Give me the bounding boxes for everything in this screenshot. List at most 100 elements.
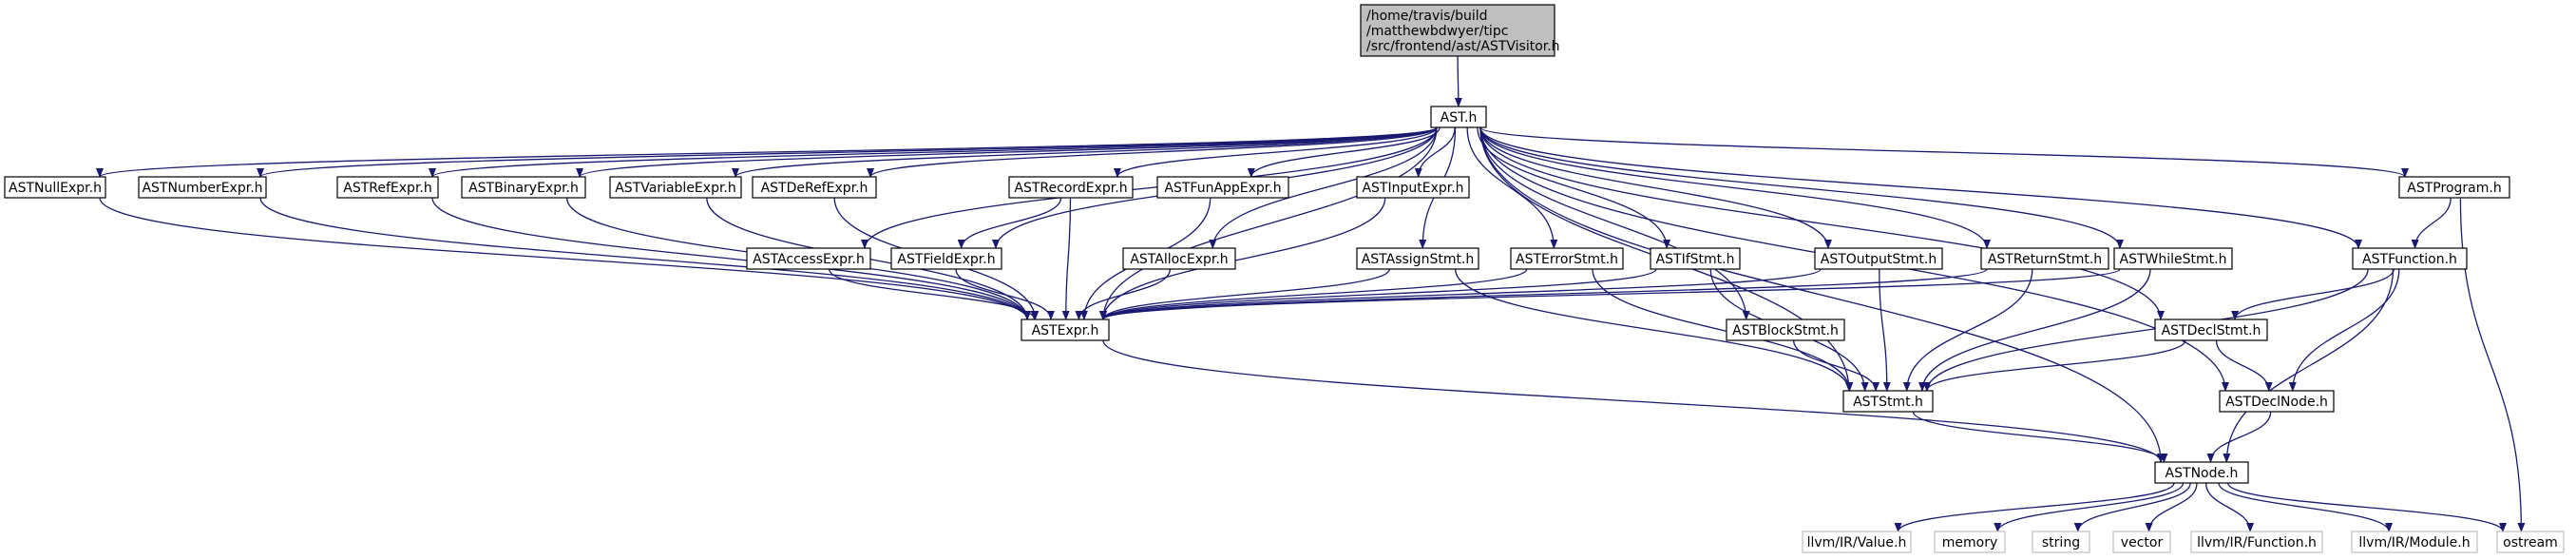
edge-ast-to-binaryexpr [576,126,1438,178]
node-asterrorstmt-h[interactable]: ASTErrorStmt.h [1510,247,1624,270]
node-label: ASTAssignStmt.h [1362,252,1475,267]
edge-nullexpr-to-expr [99,197,1031,320]
node-label: ASTFunAppExpr.h [1164,181,1281,196]
node-label: ASTNullExpr.h [9,181,102,196]
edge-returnstmt-to-expr [1099,268,1988,320]
node-astderefexpr-h[interactable]: ASTDeRefExpr.h [752,176,877,199]
node-label: llvm/IR/Function.h [2197,535,2317,550]
edge-ast-to-declstmt [1479,126,2165,320]
node-astdeclnode-h[interactable]: ASTDeclNode.h [2219,390,2335,413]
node-label: ASTAccessExpr.h [753,252,865,267]
node-astexpr-h[interactable]: ASTExpr.h [1021,319,1110,341]
edge-stmt-to-node [1912,411,2168,463]
node-astfunction-h[interactable]: ASTFunction.h [2352,247,2468,270]
root-node-astvisitor[interactable]: /home/travis/build /matthewbdwyer/tipc /… [1360,4,1560,57]
edge-accessexpr-to-expr [828,268,1039,320]
edge-ast-to-program [1479,126,2409,178]
node-label: ASTRecordExpr.h [1014,181,1127,196]
edge-node-to-memory [1994,482,2185,532]
node-astnumberexpr-h[interactable]: ASTNumberExpr.h [138,176,267,199]
edge-ast-to-variableexpr [732,126,1438,178]
edge-recordexpr-to-fieldexpr [957,197,1062,249]
node-label: ASTBlockStmt.h [1732,323,1839,338]
edge-returnstmt-to-stmt [1902,268,2033,392]
edge-ast-to-refexpr [429,126,1438,178]
node-llvm-ir-module-h[interactable]: llvm/IR/Module.h [2351,531,2478,553]
edge-blockstmt-to-stmt [1792,339,1880,392]
node-label: AST.h [1441,110,1478,126]
edge-inputexpr-to-expr [1099,197,1386,320]
node-astoutputstmt-h[interactable]: ASTOutputStmt.h [1814,247,1943,270]
edge-numberexpr-to-expr [259,197,1031,320]
node-label: ASTDeclStmt.h [2162,323,2261,338]
node-label: ASTVariableExpr.h [615,181,736,196]
edge-function-to-declnode [2288,268,2400,392]
node-llvm-ir-function-h[interactable]: llvm/IR/Function.h [2190,531,2323,553]
node-label: ASTReturnStmt.h [1988,252,2102,267]
node-llvm-ir-value-h[interactable]: llvm/IR/Value.h [1802,531,1912,553]
node-astdeclstmt-h[interactable]: ASTDeclStmt.h [2154,319,2268,341]
edge-function-to-stmt [1923,268,2369,392]
node-astwhilestmt-h[interactable]: ASTWhileStmt.h [2113,247,2233,270]
node-astinputexpr-h[interactable]: ASTInputExpr.h [1356,176,1470,199]
edge-program-to-function [2411,197,2452,249]
node-label: ASTWhileStmt.h [2120,252,2227,267]
node-astaccessexpr-h[interactable]: ASTAccessExpr.h [746,247,871,270]
node-memory[interactable]: memory [1934,531,2006,553]
node-ostream[interactable]: ostream [2496,531,2565,553]
root-label-line-1: /home/travis/build [1366,9,1488,24]
edge-refexpr-to-expr [431,197,1031,320]
edge-function-to-declstmt [2231,268,2395,320]
edge-whilestmt-to-expr [1099,268,2121,320]
edge-assignstmt-to-stmt [1454,268,1853,392]
edge-ifstmt-to-expr [1099,268,1657,320]
edge-fieldexpr-to-expr [955,268,1055,320]
node-astblockstmt-h[interactable]: ASTBlockStmt.h [1726,319,1845,341]
edges-layer [96,55,2526,532]
node-label: ASTNode.h [2166,466,2239,481]
node-label: ASTStmt.h [1853,395,1923,410]
node-label: ASTDeclNode.h [2225,395,2328,410]
node-astfieldexpr-h[interactable]: ASTFieldExpr.h [890,247,1002,270]
node-astvariableexpr-h[interactable]: ASTVariableExpr.h [609,176,742,199]
node-astrefexpr-h[interactable]: ASTRefExpr.h [336,176,439,199]
node-astreturnstmt-h[interactable]: ASTReturnStmt.h [1980,247,2109,270]
node-astnullexpr-h[interactable]: ASTNullExpr.h [4,176,106,199]
edge-program-to-ostream [2459,197,2526,532]
node-label: ASTDeRefExpr.h [761,181,868,196]
node-vector[interactable]: vector [2112,531,2171,553]
node-astifstmt-h[interactable]: ASTIfStmt.h [1650,247,1741,270]
node-label: ASTFunction.h [2362,252,2457,267]
node-astfunappexpr-h[interactable]: ASTFunAppExpr.h [1156,176,1289,199]
node-aststmt-h[interactable]: ASTStmt.h [1842,390,1934,413]
node-label: ASTFieldExpr.h [897,252,995,267]
edge-recordexpr-to-expr [1061,197,1072,320]
node-astprogram-h[interactable]: ASTProgram.h [2398,176,2510,199]
node-label: ASTOutputStmt.h [1821,252,1937,267]
node-label: ostream [2503,535,2558,550]
node-astnode-h[interactable]: ASTNode.h [2154,461,2249,484]
edge-ast-to-ifstmt [1477,126,1671,249]
edge-node-to-irmodule [2218,482,2394,532]
edge-declstmt-to-stmt [1922,339,2186,392]
node-label: ASTNumberExpr.h [142,181,262,196]
node-astassignstmt-h[interactable]: ASTAssignStmt.h [1356,247,1479,270]
edge-ast-to-accessexpr [861,126,1438,249]
node-astallocexpr-h[interactable]: ASTAllocExpr.h [1122,247,1236,270]
node-string[interactable]: string [2032,531,2090,553]
edge-function-to-node [2223,268,2395,463]
node-label: ASTIfStmt.h [1656,252,1735,267]
edge-node-to-value [1894,482,2175,532]
node-astbinaryexpr-h[interactable]: ASTBinaryExpr.h [461,176,586,199]
edge-ast-to-derefexpr [867,126,1438,178]
node-astrecordexpr-h[interactable]: ASTRecordExpr.h [1008,176,1134,199]
edge-whilestmt-to-stmt [1918,268,2151,392]
node-label: llvm/IR/Value.h [1807,535,1907,550]
node-ast-h[interactable]: AST.h [1430,106,1487,128]
node-label: ASTExpr.h [1032,323,1099,338]
node-label: ASTBinaryExpr.h [468,181,579,196]
edge-ast-to-outputstmt [1479,126,1832,249]
edge-errorstmt-to-stmt [1592,268,1854,392]
root-label-line-3: /src/frontend/ast/ASTVisitor.h [1366,39,1560,54]
edge-node-to-ostream [2227,482,2507,532]
